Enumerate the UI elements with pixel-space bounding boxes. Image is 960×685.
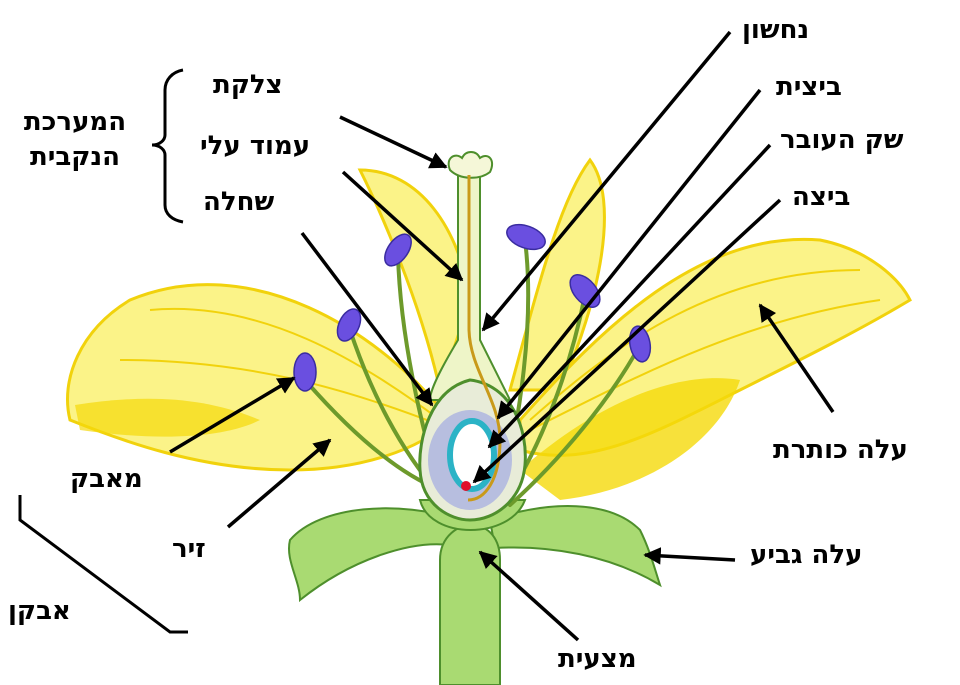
label-ovule: ביצית xyxy=(776,72,842,102)
petal-back-left xyxy=(357,168,472,396)
anther-4 xyxy=(506,223,546,251)
label-embryo-sac: שק העובר xyxy=(780,125,904,155)
petals xyxy=(66,157,912,500)
anther-3 xyxy=(384,233,412,267)
arrow-pollen-tube xyxy=(481,30,732,332)
arrow-ovule xyxy=(496,88,762,420)
pistil-bracket xyxy=(151,68,184,224)
anthers xyxy=(293,223,652,392)
anther-1 xyxy=(293,352,317,392)
label-petal: עלה כותרת xyxy=(773,435,908,465)
arrow-embryo-sac xyxy=(487,143,772,449)
embryo-sac xyxy=(447,418,497,492)
sepal-left xyxy=(288,507,462,603)
label-style: עמוד עלי xyxy=(200,131,311,161)
label-stamen: אבקן xyxy=(8,596,71,626)
arrow-petal xyxy=(758,303,835,413)
arrow-style xyxy=(341,170,464,282)
arrow-stigma xyxy=(339,115,448,169)
label-ovary: שחלה xyxy=(203,187,275,217)
stamen-bracket xyxy=(18,495,188,634)
stigma xyxy=(447,151,494,179)
label-pollen-tube: נחשון xyxy=(742,15,810,45)
egg-cell xyxy=(461,481,471,491)
label-anther: מאבק xyxy=(70,464,143,494)
arrow-egg xyxy=(472,198,782,484)
arrow-filament xyxy=(226,438,332,529)
arrow-anther xyxy=(169,376,296,454)
label-egg: ביצה xyxy=(792,182,851,212)
anther-2 xyxy=(336,308,362,342)
petal-right-lower xyxy=(520,378,740,500)
label-stigma: צלקת xyxy=(213,70,283,100)
label-pistil: המערכת הנקבית xyxy=(23,107,127,173)
arrow-ovary xyxy=(300,231,434,407)
petal-left xyxy=(66,283,452,472)
label-filament: זיר xyxy=(172,534,206,564)
petal-back-right xyxy=(508,157,606,392)
arrow-receptacle xyxy=(478,550,580,642)
stem xyxy=(439,523,501,685)
label-receptacle: מצעית xyxy=(558,644,637,674)
label-sepal: עלה גביע xyxy=(750,540,863,570)
sepal-right xyxy=(488,505,662,588)
arrow-sepal xyxy=(643,547,736,565)
